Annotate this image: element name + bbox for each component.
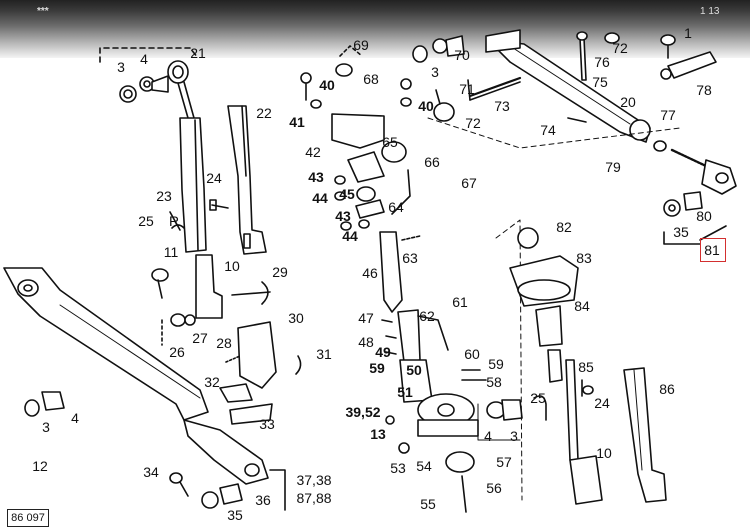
callout-8788: 87,88 xyxy=(296,490,332,506)
callout-55: 55 xyxy=(420,496,436,512)
callout-44a: 44 xyxy=(312,190,328,206)
callout-85: 85 xyxy=(578,359,594,375)
callout-49: 49 xyxy=(375,344,391,360)
callout-80: 80 xyxy=(696,208,712,224)
callout-33: 33 xyxy=(259,416,275,432)
callout-60: 60 xyxy=(464,346,480,362)
callout-43b: 43 xyxy=(335,208,351,224)
callout-71: 71 xyxy=(459,81,475,97)
callout-3b: 3 xyxy=(42,419,50,435)
callout-51: 51 xyxy=(397,384,413,400)
highlight-box-81 xyxy=(700,238,726,262)
callout-53: 53 xyxy=(390,460,406,476)
callout-65: 65 xyxy=(382,134,398,150)
callout-56: 56 xyxy=(486,480,502,496)
callout-26: 26 xyxy=(169,344,185,360)
callout-67: 67 xyxy=(461,175,477,191)
callout-1: 1 xyxy=(684,25,692,41)
callout-10a: 10 xyxy=(224,258,240,274)
callout-4b: 4 xyxy=(71,410,79,426)
callout-59b: 59 xyxy=(369,360,385,376)
callout-59a: 59 xyxy=(488,356,504,372)
callout-3c: 3 xyxy=(431,64,439,80)
callout-82: 82 xyxy=(556,219,572,235)
callout-86: 86 xyxy=(659,381,675,397)
callout-62: 62 xyxy=(419,308,435,324)
callout-72a: 72 xyxy=(465,115,481,131)
callout-35b: 35 xyxy=(673,224,689,240)
callout-11: 11 xyxy=(163,244,179,260)
callout-84: 84 xyxy=(574,298,590,314)
callout-76: 76 xyxy=(594,54,610,70)
callout-35a: 35 xyxy=(227,507,243,523)
callout-28: 28 xyxy=(216,335,232,351)
callout-24a: 24 xyxy=(206,170,222,186)
callout-24b: 24 xyxy=(594,395,610,411)
callout-83: 83 xyxy=(576,250,592,266)
callout-75: 75 xyxy=(592,74,608,90)
callout-40b: 40 xyxy=(418,98,434,114)
page-number: 1 13 xyxy=(700,6,720,17)
callout-74: 74 xyxy=(540,122,556,138)
callout-41: 41 xyxy=(289,114,305,130)
callout-68: 68 xyxy=(363,71,379,87)
callout-R1: R xyxy=(168,213,180,229)
callout-29: 29 xyxy=(272,264,288,280)
callout-81: 81 xyxy=(704,242,720,258)
callout-64: 64 xyxy=(388,199,404,215)
callout-72b: 72 xyxy=(612,40,628,56)
callout-69: 69 xyxy=(353,37,369,53)
callout-42: 42 xyxy=(305,144,321,160)
callout-4c: 4 xyxy=(484,428,492,444)
callout-3a: 3 xyxy=(117,59,125,75)
callout-45: 45 xyxy=(339,186,355,202)
callout-78: 78 xyxy=(696,82,712,98)
callout-66: 66 xyxy=(424,154,440,170)
callout-77: 77 xyxy=(660,107,676,123)
callout-21: 21 xyxy=(190,45,206,61)
callout-25a: 25 xyxy=(138,213,154,229)
callout-50: 50 xyxy=(406,362,422,378)
callout-3d: 3 xyxy=(510,428,518,444)
callout-30: 30 xyxy=(288,310,304,326)
callout-46: 46 xyxy=(362,265,378,281)
callout-44b: 44 xyxy=(342,228,358,244)
callout-3738: 37,38 xyxy=(296,472,332,488)
callout-61: 61 xyxy=(452,294,468,310)
callout-25b: 25 xyxy=(530,390,546,406)
callout-79: 79 xyxy=(605,159,621,175)
callout-32: 32 xyxy=(204,374,220,390)
callout-36: 36 xyxy=(255,492,271,508)
callout-12: 12 xyxy=(32,458,48,474)
callout-54: 54 xyxy=(416,458,432,474)
callout-31: 31 xyxy=(316,346,332,362)
callout-58: 58 xyxy=(486,374,502,390)
callout-3952: 39,52 xyxy=(345,404,381,420)
callout-20: 20 xyxy=(620,94,636,110)
callout-22: 22 xyxy=(256,105,272,121)
callout-57: 57 xyxy=(496,454,512,470)
callout-73: 73 xyxy=(494,98,510,114)
page-header-mark: *** xyxy=(37,6,49,17)
callout-70: 70 xyxy=(454,47,470,63)
callout-43a: 43 xyxy=(308,169,324,185)
callout-23: 23 xyxy=(156,188,172,204)
callout-4a: 4 xyxy=(140,51,148,67)
drawing-code: 86 097 xyxy=(7,509,49,527)
callout-34: 34 xyxy=(143,464,159,480)
callout-63: 63 xyxy=(402,250,418,266)
callout-27: 27 xyxy=(192,330,208,346)
callout-48: 48 xyxy=(358,334,374,350)
callout-13: 13 xyxy=(370,426,386,442)
callout-40a: 40 xyxy=(319,77,335,93)
callout-47: 47 xyxy=(358,310,374,326)
callout-10b: 10 xyxy=(596,445,612,461)
